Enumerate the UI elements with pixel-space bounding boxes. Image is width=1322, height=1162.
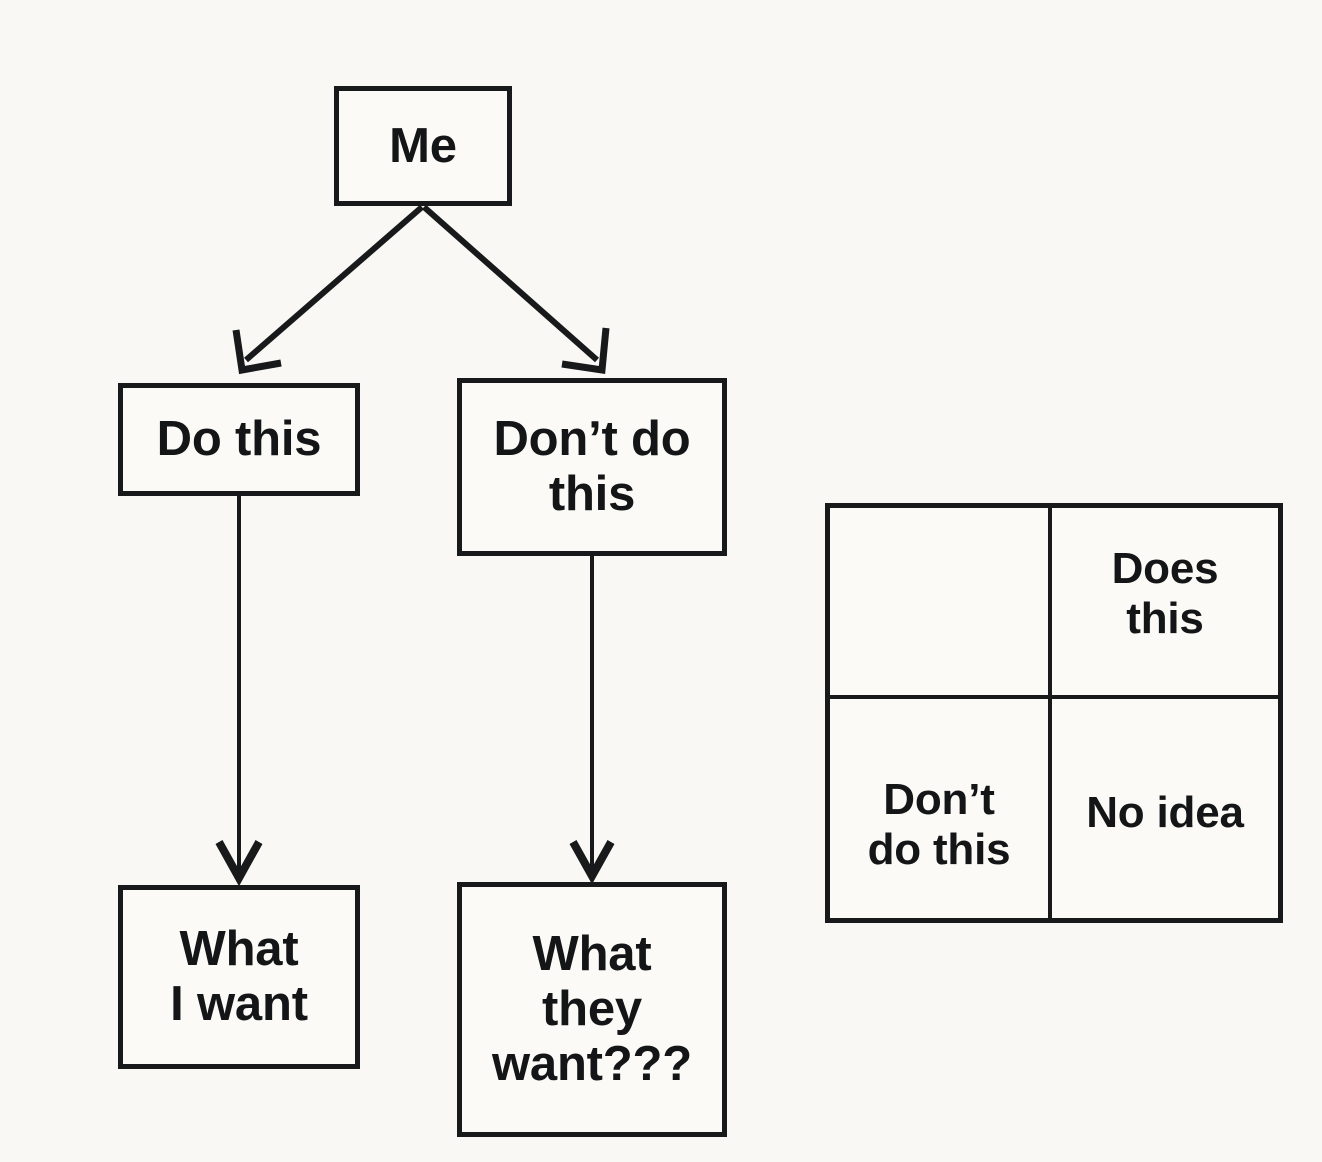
matrix-cell-bottom-right: No idea bbox=[1048, 695, 1278, 918]
edge-me-to-do-this bbox=[232, 204, 424, 375]
two-by-two-matrix: Does this Don’t do this No idea bbox=[825, 503, 1283, 923]
node-dont-do-this: Don’t do this bbox=[457, 378, 727, 556]
matrix-cell-bottom-left-label: Don’t do this bbox=[867, 774, 1011, 874]
edge-me-to-dont-do-this bbox=[422, 204, 610, 375]
node-me: Me bbox=[334, 86, 512, 206]
matrix-cell-top-right: Does this bbox=[1048, 508, 1278, 695]
matrix-cell-bottom-left: Don’t do this bbox=[830, 695, 1048, 918]
matrix-cell-top-left bbox=[830, 508, 1048, 695]
matrix-cell-top-right-label: Does this bbox=[1111, 543, 1219, 643]
node-what-i-want: What I want bbox=[118, 885, 360, 1069]
node-what-they-want: What they want??? bbox=[457, 882, 727, 1137]
edge-dont-do-this-to-what-they-want bbox=[569, 556, 615, 885]
edge-do-this-to-what-i-want bbox=[215, 496, 263, 887]
matrix-cell-bottom-right-label: No idea bbox=[1086, 787, 1244, 837]
node-do-this: Do this bbox=[118, 383, 360, 496]
